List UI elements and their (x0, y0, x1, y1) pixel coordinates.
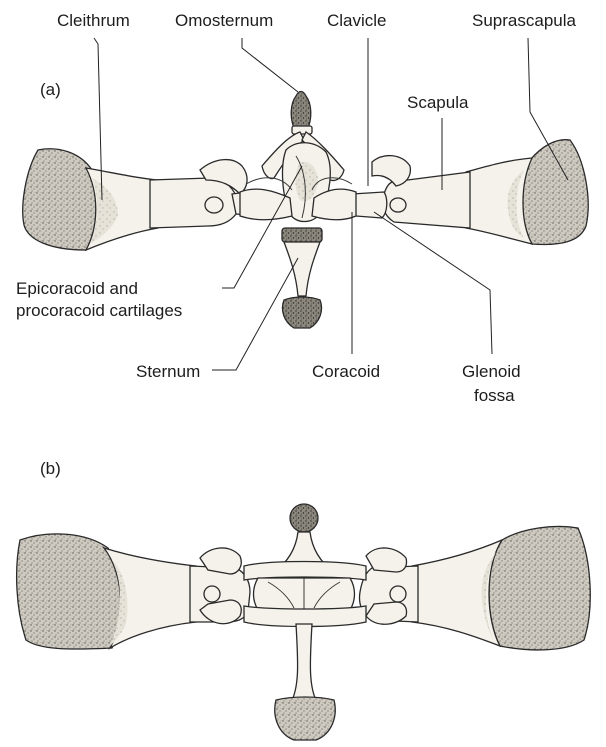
label-glenoid-line1: Glenoid (462, 362, 521, 381)
sternum-xiphisternum (282, 297, 321, 328)
panel-label-a: (a) (40, 80, 61, 99)
label-epicoracoid-line2: procoracoid cartilages (16, 301, 182, 320)
label-omosternum: Omosternum (175, 11, 273, 30)
right-glenoid-shape (372, 156, 410, 186)
right-scapula-blade (466, 158, 532, 244)
label-suprascapula: Suprascapula (472, 11, 577, 30)
label-scapula: Scapula (407, 93, 469, 112)
leader-omosternum (242, 38, 298, 92)
b-omosternum-head (290, 504, 318, 532)
panel-b-drawing (17, 504, 591, 740)
sternum-upper-cartilage (282, 228, 322, 242)
b-right-suprascapula-shape (489, 527, 590, 650)
label-clavicle: Clavicle (327, 11, 387, 30)
right-suprascapula-shape (522, 140, 588, 245)
b-clavicle-bar (244, 562, 366, 581)
label-coracoid: Coracoid (312, 362, 380, 381)
omosternum-shape (291, 92, 311, 129)
leader-glenoid (374, 212, 492, 354)
label-glenoid-line2: fossa (474, 386, 515, 405)
label-cleithrum: Cleithrum (57, 11, 130, 30)
left-suprascapula-shape (23, 149, 98, 250)
b-sternum-shaft (290, 624, 318, 704)
panel-label-b: (b) (40, 459, 61, 478)
b-xiphisternum (275, 697, 335, 740)
sternum-shaft (284, 242, 320, 296)
label-epicoracoid-line1: Epicoracoid and (16, 279, 138, 298)
label-sternum: Sternum (136, 362, 200, 381)
b-right-scapula-blade (412, 540, 502, 646)
